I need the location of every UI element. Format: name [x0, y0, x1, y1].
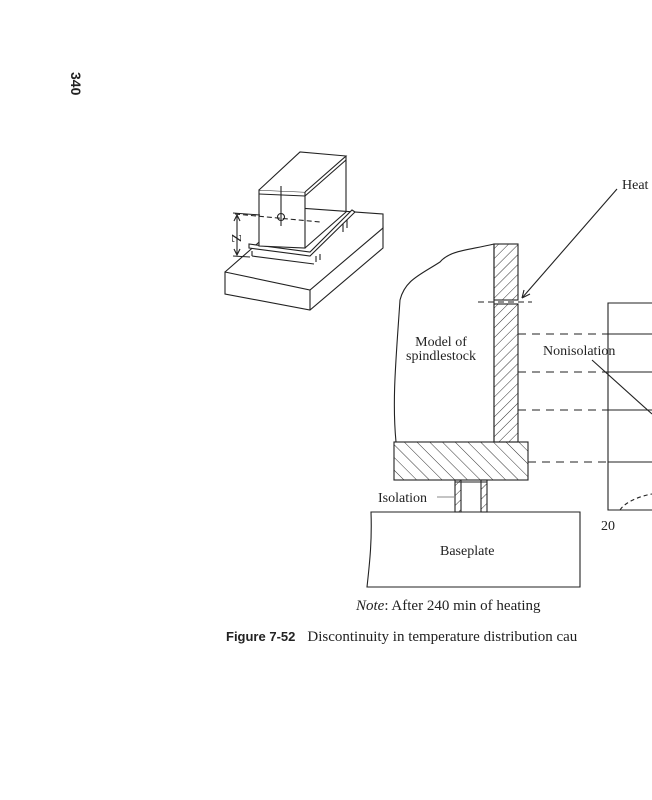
isometric-machine-sketch	[224, 151, 384, 311]
model-label-line2: spindlestock	[406, 349, 476, 364]
note-text: : After 240 min of heating	[384, 598, 541, 614]
figure-note: Note: After 240 min of heating	[356, 598, 541, 615]
caption-text: Discontinuity in temperature distributio…	[307, 629, 578, 645]
z-dimension-label: Z	[228, 234, 243, 243]
figure-caption: Figure 7-52 Discontinuity in temperature …	[226, 629, 577, 646]
axis-tick-label: 20	[601, 519, 615, 534]
note-prefix: Note	[356, 598, 385, 614]
figure-number: Figure 7-52	[226, 629, 296, 644]
heat-label: Heat	[622, 178, 649, 193]
model-label-line1: Model of	[415, 335, 467, 350]
isolation-label: Isolation	[378, 491, 427, 506]
baseplate-label: Baseplate	[440, 544, 494, 559]
nonisolation-label: Nonisolation	[543, 344, 615, 359]
section-diagram	[366, 188, 652, 588]
